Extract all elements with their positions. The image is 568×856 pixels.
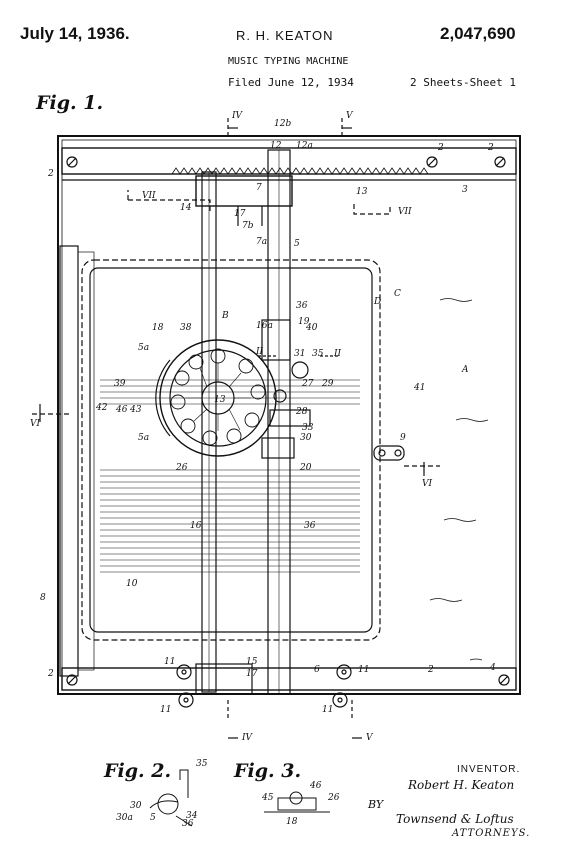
reference-numeral: C (394, 289, 401, 299)
reference-numeral: 5a (138, 343, 149, 353)
reference-numeral: 16a (256, 321, 273, 331)
figure-2-label: Fig. 2. (104, 760, 172, 782)
reference-numeral: 13 (356, 187, 368, 197)
reference-numeral: V (366, 733, 374, 743)
reference-numeral: 26 (175, 463, 188, 473)
reference-numeral: 9 (400, 433, 406, 443)
reference-numeral: D (373, 297, 381, 307)
reference-numeral: 31 (294, 349, 305, 359)
reference-numeral: 7 (256, 183, 262, 193)
reference-numeral: VI (30, 419, 40, 429)
reference-numeral: 46 (309, 781, 322, 791)
inventor-name: R. H. KEATON (236, 28, 334, 43)
reference-numeral: 2 (487, 143, 494, 153)
inventor-label: INVENTOR. (457, 764, 521, 775)
reference-numeral: IV (241, 733, 254, 743)
reference-numeral: 11 (358, 665, 369, 675)
inventor-signature: Robert H. Keaton (408, 778, 515, 792)
reference-numeral: 11 (164, 657, 175, 667)
reference-numeral: 12b (274, 119, 291, 129)
patent-number: 2,047,690 (440, 24, 516, 43)
reference-numeral: 39 (114, 379, 126, 389)
reference-numeral: 36 (304, 521, 316, 531)
reference-numeral: 40 (305, 323, 318, 333)
sheet-count: 2 Sheets-Sheet 1 (410, 76, 516, 89)
reference-numeral: 30 (130, 801, 142, 811)
reference-numeral: 29 (321, 379, 334, 389)
reference-numeral: 35 (196, 759, 208, 769)
attorneys-label: ATTORNEYS. (452, 828, 531, 839)
figure-1-label: Fig. 1. (36, 92, 104, 114)
reference-numeral: 11 (322, 705, 333, 715)
reference-numeral: VII (398, 207, 412, 217)
reference-numeral: 2 (47, 169, 54, 179)
reference-numeral: 17 (234, 209, 246, 219)
reference-numeral: 18 (152, 323, 164, 333)
reference-numeral: 4 (489, 663, 496, 673)
figure-3-label: Fig. 3. (234, 760, 302, 782)
reference-numeral: 16 (190, 521, 202, 531)
reference-numeral: IV (231, 111, 244, 121)
reference-numeral: 3 (462, 185, 468, 195)
reference-numeral: B (221, 311, 229, 321)
reference-numeral: 33 (302, 423, 314, 433)
reference-numeral: 30a (116, 813, 133, 823)
reference-numeral: 8 (40, 593, 46, 603)
reference-numeral: 42 (95, 403, 108, 413)
reference-numeral: II (333, 349, 342, 359)
reference-numeral: VI (422, 479, 432, 489)
reference-numeral: 2 (427, 665, 434, 675)
reference-numeral: 46 (115, 405, 128, 415)
by-label: BY (368, 798, 384, 811)
patent-title: MUSIC TYPING MACHINE (228, 56, 349, 67)
reference-numeral: 5 (150, 813, 156, 823)
reference-numeral: 30 (300, 433, 312, 443)
reference-numeral: 35 (312, 349, 324, 359)
reference-numeral: 5 (294, 239, 300, 249)
reference-numeral: 43 (129, 405, 142, 415)
reference-numeral: 36 (296, 301, 308, 311)
reference-numeral: 26 (327, 793, 340, 803)
reference-numeral: 18 (286, 817, 298, 827)
reference-numeral: 27 (301, 379, 314, 389)
reference-numeral: 20 (299, 463, 312, 473)
reference-numeral: 19 (298, 317, 310, 327)
reference-numeral: 41 (413, 383, 425, 393)
reference-numeral: 17 (246, 669, 258, 679)
reference-numeral: 7a (256, 237, 267, 247)
reference-numeral: 10 (126, 579, 138, 589)
reference-numeral: 45 (261, 793, 274, 803)
reference-numeral: 12 (270, 141, 282, 151)
reference-numeral: 34 (186, 811, 198, 821)
reference-numeral: II (255, 347, 264, 357)
reference-numeral: 5a (138, 433, 149, 443)
reference-numeral: 15 (246, 657, 258, 667)
reference-numeral: 28 (295, 407, 308, 417)
reference-numeral: 11 (160, 705, 171, 715)
filed-date: Filed June 12, 1934 (228, 76, 354, 89)
reference-numeral: 38 (180, 323, 192, 333)
reference-numeral: VII (142, 191, 156, 201)
reference-numeral: 12a (296, 141, 313, 151)
attorney-signature: Townsend & Loftus (396, 812, 514, 826)
reference-numeral: 13 (214, 395, 226, 405)
reference-numeral: 14 (180, 203, 192, 213)
reference-numeral: A (461, 365, 469, 375)
reference-numeral: V (346, 111, 354, 121)
reference-numeral: 36 (182, 819, 194, 829)
reference-numeral: 2 (437, 143, 444, 153)
reference-numeral: 2 (47, 669, 54, 679)
patent-date: July 14, 1936. (20, 24, 130, 43)
reference-numeral: 7b (242, 221, 254, 231)
reference-numeral: 6 (314, 665, 320, 675)
